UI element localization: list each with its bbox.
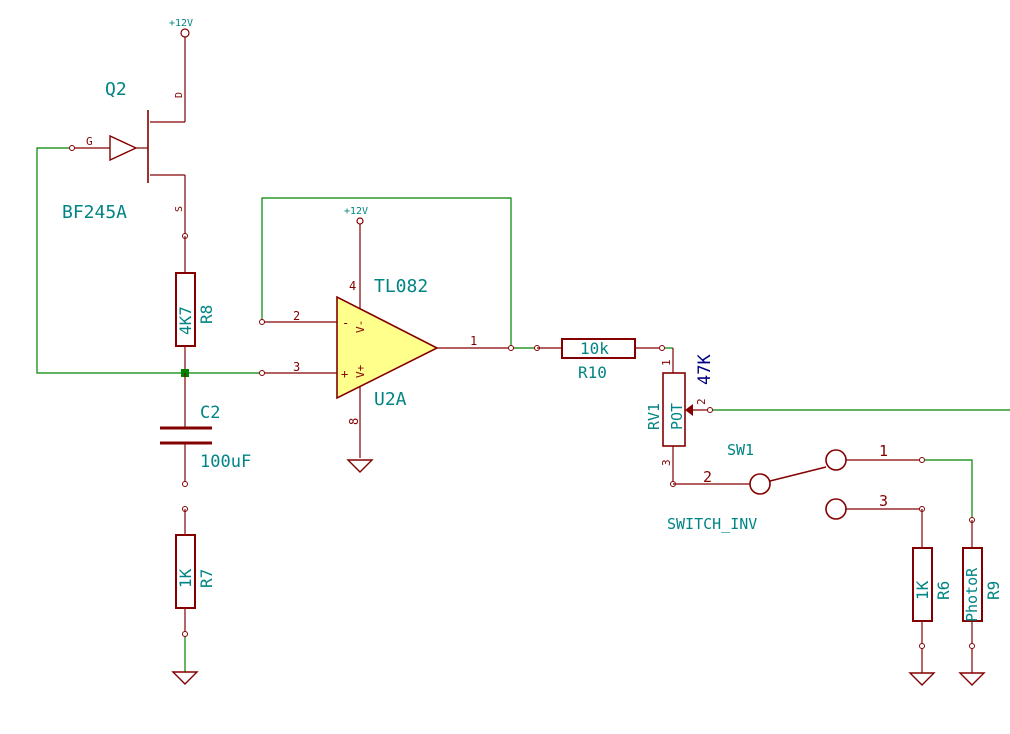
q2-pin-g: G (86, 135, 93, 148)
q2-gate-arrow (109, 134, 138, 162)
power-vcc-q2: +12V (169, 18, 193, 122)
sw1-common-contact (749, 473, 771, 495)
r6-value: 1K (913, 580, 932, 600)
ground-icon-opamp (346, 459, 374, 473)
vcc-pin-circle (180, 28, 190, 38)
q2-value: BF245A (62, 202, 127, 223)
q2-pin-s: S (174, 206, 185, 212)
wire-sw1-pin1-r9 (922, 459, 973, 520)
wire-gate-loop (36, 147, 185, 374)
sw1-pin-3: 3 (879, 492, 888, 510)
r7-resistor: 1K R7 (175, 506, 216, 637)
q2-pin-d: D (174, 92, 185, 98)
u2a-ref: U2A (374, 389, 407, 410)
u2a-pin-vminus: 8 (347, 418, 361, 425)
c2-value: 100uF (200, 452, 251, 472)
vcc-label: +12V (169, 18, 193, 29)
u2a-label-vminus: V- (354, 320, 367, 333)
r10-resistor: 10k R10 (534, 338, 665, 382)
r9-ref: R9 (984, 581, 1003, 600)
rv1-pin-1: 1 (660, 359, 673, 366)
rv1-potentiometer: 1 2 3 POT RV1 47K (645, 348, 715, 487)
vcc-opamp-pin-circle (356, 217, 364, 225)
vcc-opamp-label: +12V (344, 206, 368, 217)
r9-photoresistor: PhotoR R9 (958, 517, 1003, 686)
u2a-pin-inv: 2 (293, 309, 300, 323)
ground-icon-r7 (171, 671, 199, 685)
rv1-pin-3: 3 (660, 459, 673, 466)
c2-ref: C2 (200, 403, 220, 423)
r8-value: 4K7 (176, 306, 195, 335)
opamp-triangle (336, 295, 439, 400)
rv1-body (662, 372, 686, 447)
power-vcc-opamp: +12V (344, 206, 368, 310)
c2-capacitor: C2 100uF (160, 373, 251, 487)
wire-opamp-feedback (261, 197, 512, 348)
r10-ref: R10 (578, 363, 607, 382)
u2a-pin-noninv: 3 (293, 360, 300, 374)
r8-ref: R8 (197, 305, 216, 324)
r9-value: PhotoR (963, 567, 981, 622)
q2-ref: Q2 (105, 79, 127, 100)
sw1-value: SWITCH_INV (667, 515, 757, 533)
rv1-value-alt: 47K (695, 354, 715, 385)
u2a-sign-minus: - (342, 316, 349, 330)
rv1-wiper-arrow (685, 404, 693, 416)
rv1-ref: RV1 (645, 403, 663, 430)
sw1-blade (769, 466, 827, 482)
sw1-switch: 1 2 3 SW1 SWITCH_INV (667, 441, 925, 533)
u2a-value: TL082 (374, 276, 428, 297)
rv1-pin-2: 2 (695, 398, 708, 405)
r6-resistor: 1K R6 (908, 509, 953, 686)
u2a-pin-out: 1 (470, 334, 477, 348)
u2a-label-vplus: V+ (354, 364, 367, 378)
sw1-pin-2: 2 (703, 468, 712, 486)
q2-jfet: Q2 D S G BF245A (62, 79, 188, 239)
r6-ref: R6 (934, 581, 953, 600)
sw1-ref: SW1 (727, 441, 754, 459)
sw1-contact-3 (825, 498, 847, 520)
sw1-pin-1: 1 (879, 442, 888, 460)
u2a-pin-vplus: 4 (349, 279, 356, 293)
rv1-value: POT (668, 403, 686, 430)
ground-icon-r9 (958, 672, 986, 686)
ground-icon-r6 (908, 672, 936, 686)
r10-value: 10k (580, 339, 609, 358)
r7-value: 1K (176, 568, 195, 588)
r7-ref: R7 (197, 569, 216, 588)
u2a-sign-plus: + (341, 367, 348, 381)
r8-resistor: 4K7 R8 (175, 236, 216, 373)
sw1-contact-1 (825, 449, 847, 471)
u2a-opamp: 2 3 1 4 8 - + V- V+ TL082 U2A (259, 276, 514, 473)
